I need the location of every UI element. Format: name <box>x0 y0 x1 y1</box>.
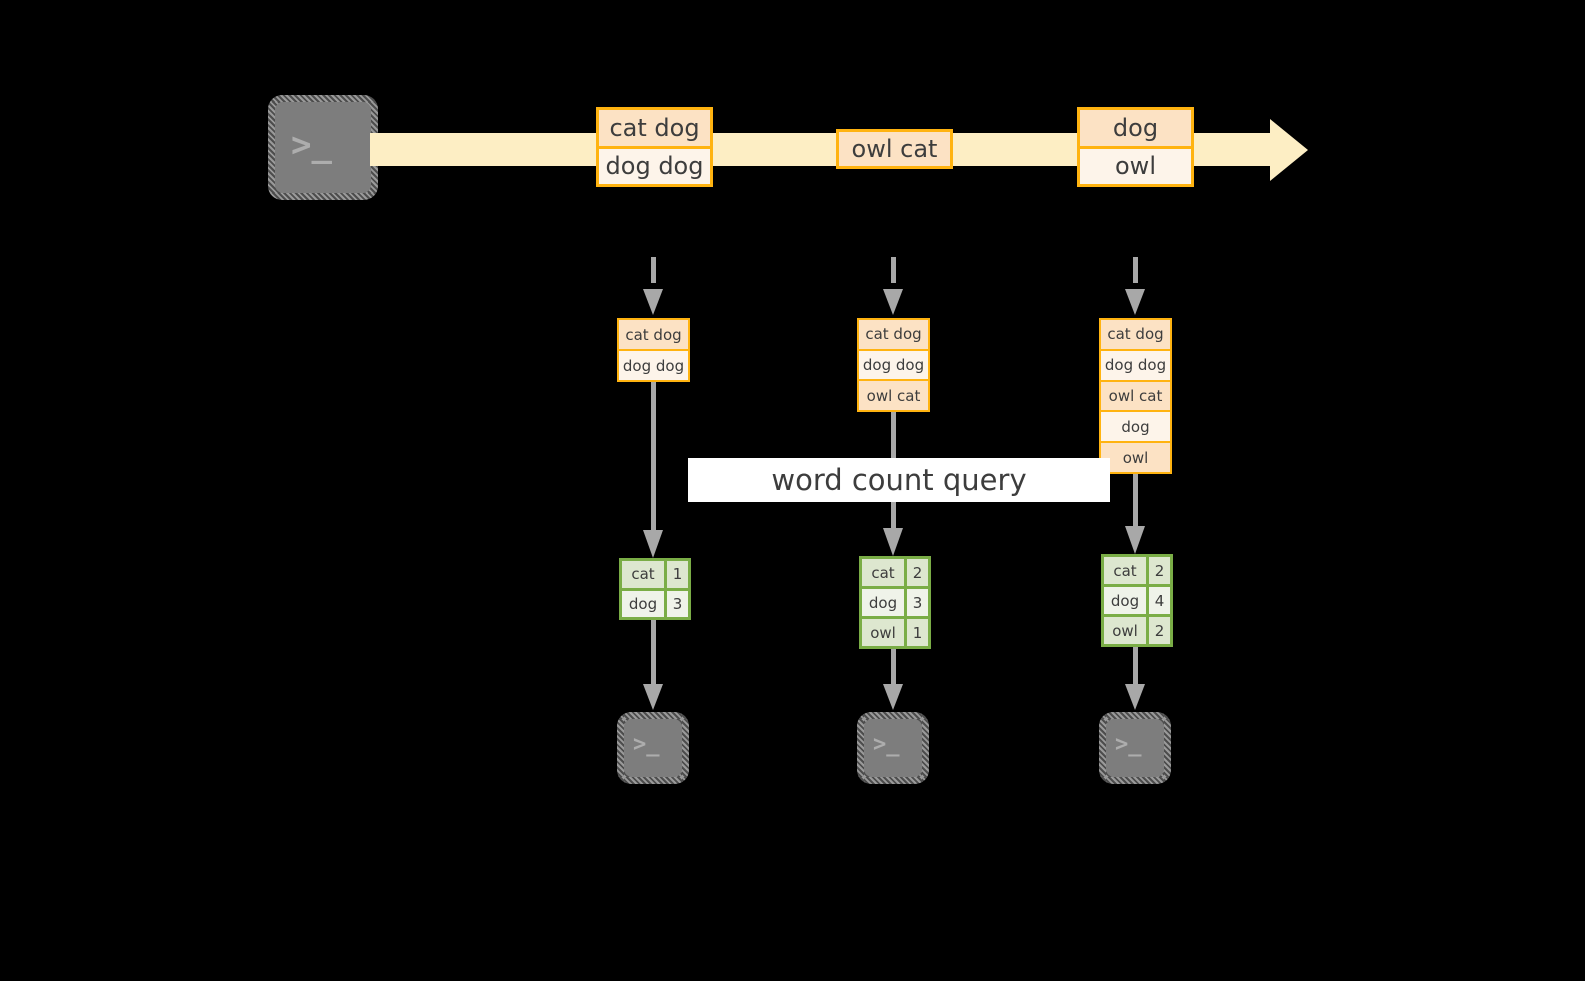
terminal-screen: >_ <box>275 102 371 193</box>
table-row: cat 1 <box>622 561 688 588</box>
column-3-result-table: cat 2 dog 4 owl 2 <box>1101 554 1173 647</box>
state-line: owl cat <box>859 379 928 411</box>
table-cell-word: dog <box>622 590 664 617</box>
state-line: owl <box>1101 441 1170 472</box>
terminal-prompt-glyph: >_ <box>291 125 332 165</box>
column-1-sink-arrow-head <box>643 684 663 710</box>
state-line: owl cat <box>1101 379 1170 411</box>
record-line: cat dog <box>599 110 710 146</box>
table-row: cat 2 <box>862 559 928 586</box>
table-cell-count: 2 <box>904 559 928 586</box>
table-row: cat 2 <box>1104 557 1170 584</box>
terminal-prompt-glyph: >_ <box>873 732 900 757</box>
state-line: cat dog <box>859 320 928 349</box>
table-cell-count: 2 <box>1146 617 1170 644</box>
table-cell-count: 1 <box>664 561 688 588</box>
column-2-sink-arrow-head <box>883 684 903 710</box>
trigger-arrow-dash <box>651 257 656 283</box>
state-line: cat dog <box>619 320 688 349</box>
column-2-process-arrow-head <box>883 528 903 556</box>
column-3-sink-arrow-line <box>1133 647 1138 684</box>
table-cell-word: cat <box>622 561 664 588</box>
table-row: owl 1 <box>862 616 928 646</box>
column-2-result-table: cat 2 dog 3 owl 1 <box>859 556 931 649</box>
column-1-process-arrow-head <box>643 530 663 558</box>
table-cell-count: 3 <box>904 589 928 616</box>
column-3-process-arrow-head <box>1125 526 1145 554</box>
column-1-input-state: cat dog dog dog <box>617 318 690 382</box>
column-3-input-state: cat dog dog dog owl cat dog owl <box>1099 318 1172 474</box>
column-3-sink-arrow-head <box>1125 684 1145 710</box>
table-cell-count: 3 <box>664 590 688 617</box>
table-cell-word: owl <box>862 619 904 646</box>
column-3-sink-terminal-icon: >_ <box>1099 712 1171 784</box>
query-label: word count query <box>688 458 1110 502</box>
table-row: dog 3 <box>622 587 688 617</box>
table-cell-count: 2 <box>1146 557 1170 584</box>
column-2-sink-terminal-icon: >_ <box>857 712 929 784</box>
state-line: dog dog <box>859 348 928 380</box>
column-1-sink-arrow-line <box>651 620 656 684</box>
trigger-arrow-head <box>1125 289 1145 315</box>
state-line: cat dog <box>1101 320 1170 349</box>
state-line: dog dog <box>619 349 688 380</box>
trigger-arrow-head <box>883 289 903 315</box>
terminal-screen: >_ <box>864 719 922 777</box>
trigger-arrow-dash <box>1133 257 1138 283</box>
trigger-arrow-head <box>643 289 663 315</box>
terminal-screen: >_ <box>624 719 682 777</box>
table-cell-word: owl <box>1104 617 1146 644</box>
stream-arrow-head <box>1270 119 1308 181</box>
stream-record-1: cat dog dog dog <box>596 107 713 187</box>
table-cell-word: cat <box>862 559 904 586</box>
table-cell-word: cat <box>1104 557 1146 584</box>
column-1-sink-terminal-icon: >_ <box>617 712 689 784</box>
column-2-input-state: cat dog dog dog owl cat <box>857 318 930 412</box>
table-cell-word: dog <box>862 589 904 616</box>
terminal-prompt-glyph: >_ <box>633 732 660 757</box>
source-terminal-icon: >_ <box>268 95 378 200</box>
table-cell-count: 4 <box>1146 587 1170 614</box>
record-line: owl cat <box>839 132 950 166</box>
record-line: dog dog <box>599 145 710 184</box>
stream-record-3: dog owl <box>1077 107 1194 187</box>
column-3-process-arrow-line <box>1133 474 1138 526</box>
record-line: dog <box>1080 110 1191 146</box>
state-line: dog <box>1101 410 1170 442</box>
terminal-screen: >_ <box>1106 719 1164 777</box>
record-line: owl <box>1080 145 1191 184</box>
table-cell-count: 1 <box>904 619 928 646</box>
table-row: dog 4 <box>1104 584 1170 614</box>
state-line: dog dog <box>1101 348 1170 380</box>
trigger-arrow-dash <box>891 257 896 283</box>
table-row: owl 2 <box>1104 614 1170 644</box>
stream-record-2: owl cat <box>836 129 953 169</box>
table-cell-word: dog <box>1104 587 1146 614</box>
terminal-prompt-glyph: >_ <box>1115 732 1142 757</box>
column-1-process-arrow-line <box>651 382 656 530</box>
column-2-sink-arrow-line <box>891 649 896 684</box>
table-row: dog 3 <box>862 586 928 616</box>
column-1-result-table: cat 1 dog 3 <box>619 558 691 620</box>
